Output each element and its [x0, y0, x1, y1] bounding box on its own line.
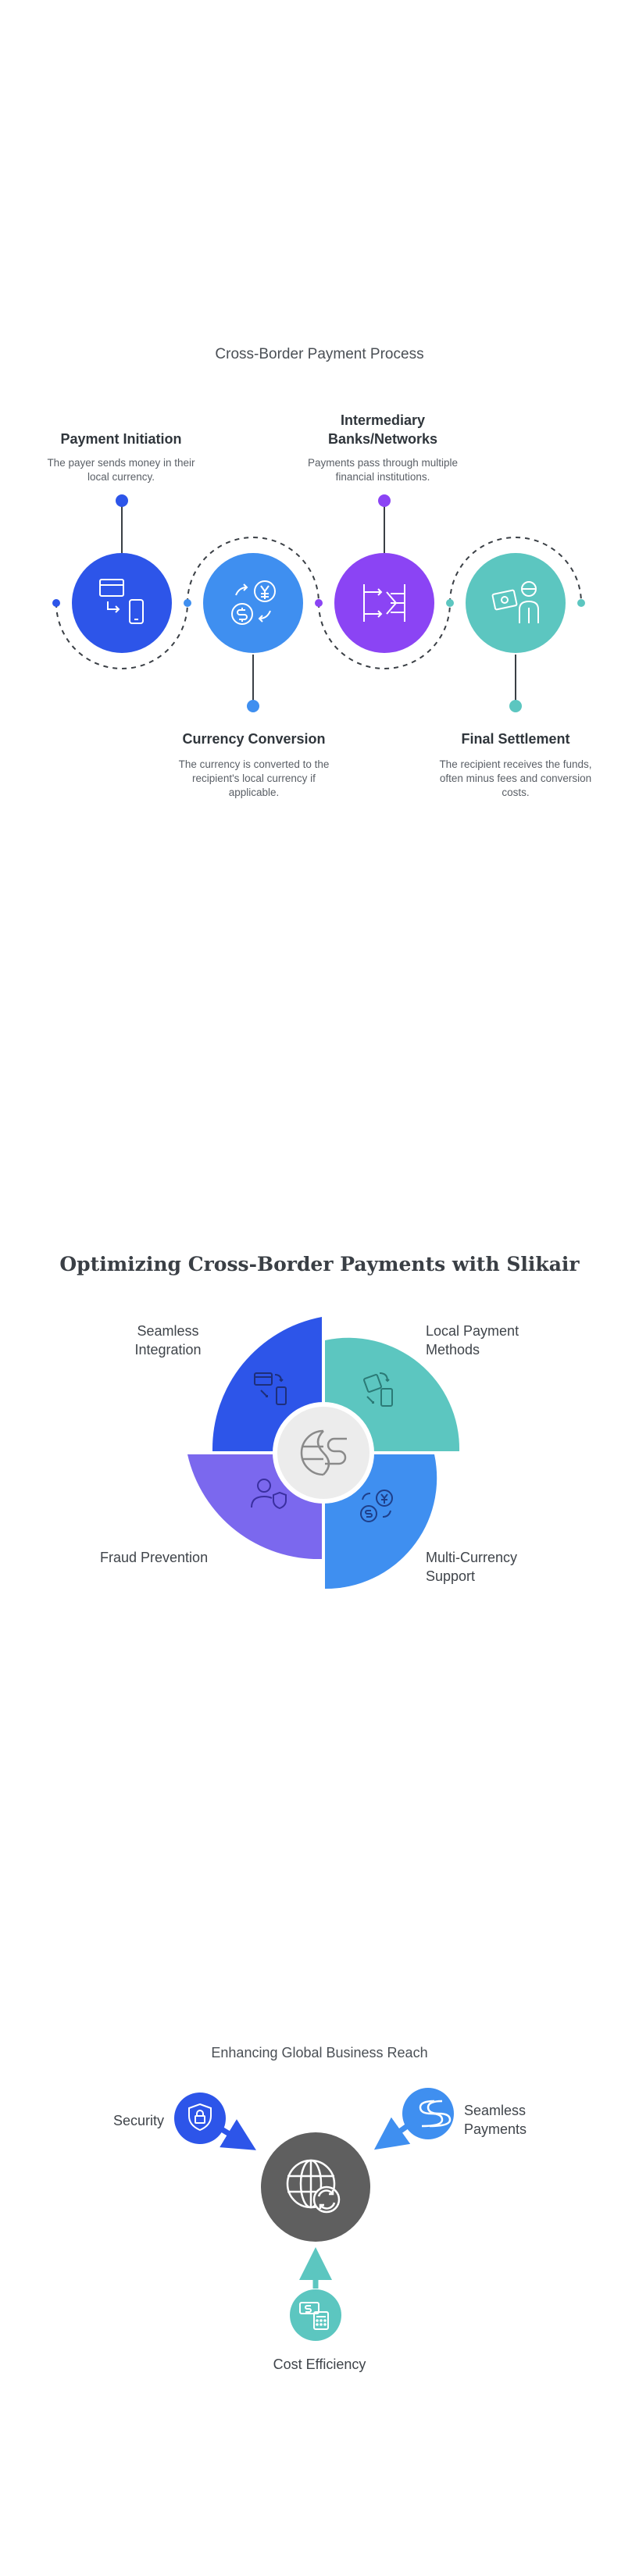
stem-dot — [509, 700, 522, 712]
stem-dot — [116, 494, 128, 507]
globe-s-icon — [300, 1429, 347, 1476]
cost-efficiency-circle — [290, 2289, 341, 2341]
step-desc-intermediary: Payments pass through multiple financial… — [307, 457, 459, 483]
arc-dot — [315, 599, 323, 607]
currency-exchange-icon — [231, 580, 276, 625]
arc-dot — [52, 599, 60, 607]
arc-dot — [577, 599, 585, 607]
reach-label-security: Security — [112, 2113, 164, 2128]
card-transfer-icon — [363, 1372, 393, 1407]
money-calculator-icon — [299, 2302, 329, 2330]
step-title-currency-conversion: Currency Conversion — [182, 731, 326, 747]
optimize-diagram — [184, 1312, 462, 1593]
card-phone-exchange-icon — [99, 579, 144, 624]
winding-road-icon — [419, 2100, 452, 2128]
connector-arc-4 — [449, 537, 582, 604]
quadrant-label-seamless-integration: Seamless Integration — [134, 1323, 202, 1358]
quadrant-label-fraud-prevention: Fraud Prevention — [100, 1550, 209, 1565]
step-desc-final-settlement: The recipient receives the funds, often … — [439, 758, 592, 798]
step-title-payment-initiation: Payment Initiation — [60, 431, 182, 447]
reach-diagram — [174, 2088, 454, 2341]
network-routing-icon — [363, 584, 405, 622]
security-circle — [174, 2093, 226, 2144]
step-circle-intermediary — [334, 553, 434, 653]
step-desc-payment-initiation: The payer sends money in their local cur… — [47, 457, 195, 483]
arrow-security — [219, 2119, 256, 2150]
stem-dot — [247, 700, 259, 712]
center-globe-circle — [261, 2132, 370, 2242]
connector-arc-2 — [187, 537, 320, 604]
card-phone-exchange-icon — [254, 1372, 287, 1405]
cash-person-icon — [491, 581, 539, 623]
connector-arc-3 — [318, 602, 451, 669]
globe-refresh-icon — [286, 2159, 341, 2214]
arc-dot — [446, 599, 454, 607]
step-title-intermediary: Intermediary Banks/Networks — [327, 412, 438, 447]
quadrant-label-local-payment-methods: Local Payment Methods — [426, 1323, 519, 1358]
arc-dot — [184, 599, 191, 607]
arrow-seamless-payments — [373, 2117, 412, 2150]
step-circle-currency-conversion — [203, 553, 303, 653]
process-title: Cross-Border Payment Process — [215, 346, 424, 362]
step-desc-currency-conversion: The currency is converted to the recipie… — [178, 758, 330, 798]
quadrant-label-multi-currency-support: Multi-Currency Support — [426, 1550, 518, 1584]
currency-exchange-icon — [360, 1490, 393, 1522]
connector-arc-1 — [55, 602, 188, 669]
shield-lock-icon — [188, 2103, 212, 2132]
reach-label-seamless-payments: Seamless Payments — [464, 2103, 527, 2137]
user-shield-icon — [251, 1479, 287, 1510]
process-diagram — [52, 494, 585, 712]
step-circle-final-settlement — [466, 553, 566, 653]
reach-title: Enhancing Global Business Reach — [211, 2045, 428, 2060]
step-circle-payment-initiation — [72, 553, 172, 653]
reach-label-cost-efficiency: Cost Efficiency — [273, 2357, 366, 2372]
stem-dot — [378, 494, 391, 507]
optimize-title: Optimizing Cross-Border Payments with Sl… — [59, 1253, 580, 1276]
step-title-final-settlement: Final Settlement — [461, 731, 570, 747]
